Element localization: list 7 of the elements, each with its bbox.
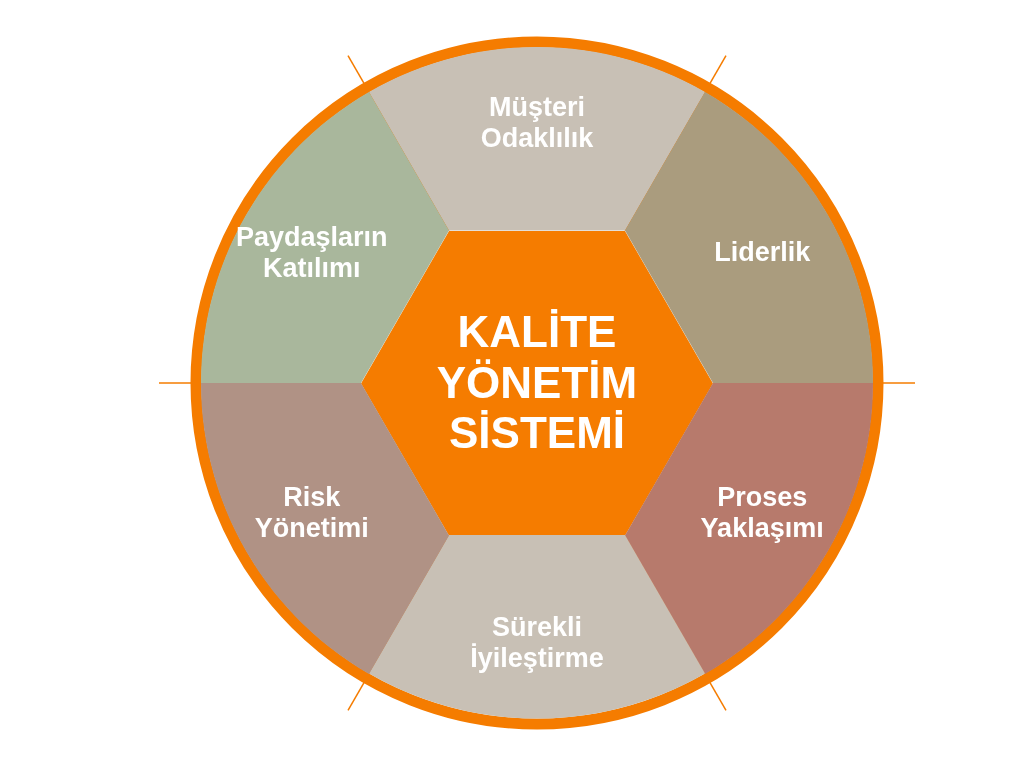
segment-label: Liderlik xyxy=(713,237,812,269)
segment-label: Müşteri Odaklılık xyxy=(479,91,595,155)
segment-label: Paydaşların Katılımı xyxy=(235,221,389,285)
center-title: KALİTE YÖNETİM SİSTEMİ xyxy=(435,307,639,459)
segment-label: Sürekli İyileştirme xyxy=(469,611,605,675)
segment-label: Risk Yönetimi xyxy=(253,481,370,545)
segment-label: Proses Yaklaşımı xyxy=(699,481,825,545)
